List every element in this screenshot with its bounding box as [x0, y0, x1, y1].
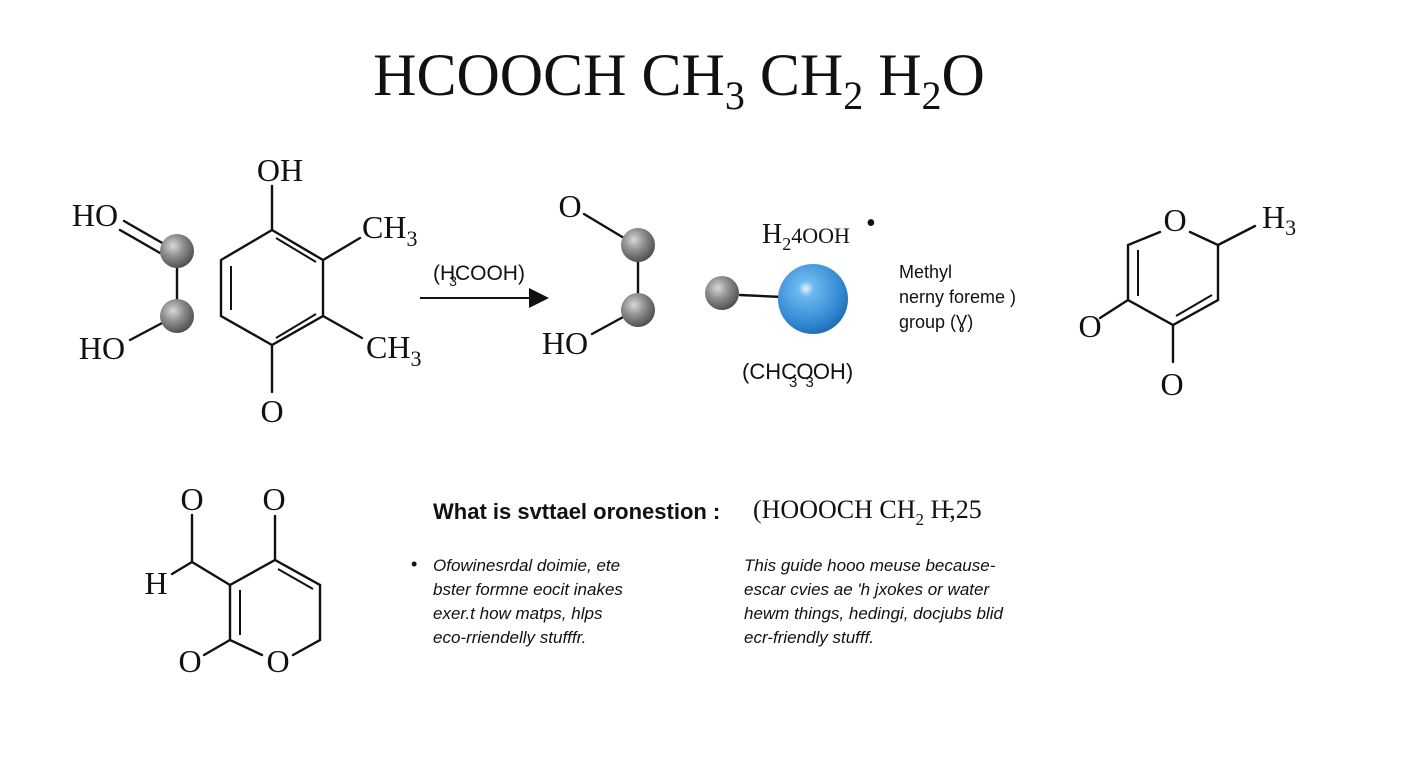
bond-ho-bottom — [590, 314, 627, 336]
atom-ball-upper — [621, 228, 655, 262]
text-left: • Ofowinesrdal doimie, ete bster formne … — [411, 554, 623, 647]
pyranone-right: O H3 O O — [1078, 199, 1296, 402]
label-ho-bottom: HO — [542, 325, 588, 361]
bond-o-bottom-left — [202, 638, 232, 657]
text-left-line: exer.t how matps, hlps — [433, 604, 603, 623]
text-right-line: hewm things, hedingi, docjubs blid — [744, 604, 1003, 623]
ring-double-bond — [1175, 294, 1213, 317]
product-molecule: O HO — [542, 188, 655, 361]
page-title: HCOOCH CH3 CH2 H2O — [373, 42, 985, 118]
bond-h3 — [1216, 224, 1257, 247]
text-left-line: bster formne eocit inakes — [433, 580, 623, 599]
label-ch3-lower: CH3 — [366, 329, 421, 371]
bond-o-left — [1098, 298, 1130, 320]
reactant-ring-double-bond — [275, 313, 317, 339]
methyl-note: Methyl nerny foreme ) group (Ɣ) — [899, 262, 1016, 332]
reactant-ring — [219, 228, 325, 347]
text-right-line: escar cvies ae 'h jxokes or water — [744, 580, 990, 599]
methyl-note-line1: Methyl — [899, 262, 952, 282]
bond-ho-upper-double — [118, 228, 162, 255]
methyl-note-line2: nerny foreme ) — [899, 287, 1016, 307]
label-ho-lower: HO — [79, 330, 125, 366]
label-o-bottom-left: O — [178, 643, 201, 679]
question-text: What is svttael oronestion : — [433, 499, 720, 524]
arrow-label: (H3COOH) — [433, 262, 525, 289]
label-o-ring: O — [1163, 202, 1186, 238]
label-chc3o3oh: (CHC3O3OH) — [742, 359, 853, 391]
label-ch3-upper: CH3 — [362, 209, 417, 251]
bullet-dot: • — [866, 208, 876, 239]
label-oh-top: OH — [257, 152, 303, 188]
bond-ch3-upper — [321, 236, 362, 262]
atom-ball-upper — [160, 234, 194, 268]
ring-double-bond — [277, 568, 314, 590]
label-o-bottom: O — [260, 393, 283, 429]
text-left-line: Ofowinesrdal doimie, ete — [433, 556, 620, 575]
text-right-line: This guide hooo meuse because- — [744, 556, 996, 575]
bullet-marker: • — [411, 554, 417, 574]
pyranone-bottom-ring-a — [228, 558, 322, 657]
bond-ho-lower — [128, 320, 166, 342]
bond-h — [170, 560, 194, 576]
bond-ch3-lower — [321, 314, 364, 340]
reactant-molecule: OH HO HO CH3 CH3 O — [72, 152, 422, 429]
pyranone-bottom-ring-b — [228, 583, 264, 657]
question-formula: (HOOOCH CH2 H̵,25 — [753, 495, 982, 529]
bond-o-top — [582, 212, 626, 240]
label-o-top: O — [558, 188, 581, 224]
text-right: This guide hooo meuse because- escar cvi… — [744, 556, 1003, 647]
methyl-note-line3: group (Ɣ) — [899, 312, 973, 332]
atom-ball-lower — [621, 293, 655, 327]
atom-sphere-blue — [778, 264, 848, 334]
label-ho-upper: HO — [72, 197, 118, 233]
label-o-bottom: O — [1160, 366, 1183, 402]
atom-ball-lower — [160, 299, 194, 333]
text-right-line: ecr-friendly stufff. — [744, 628, 874, 647]
pyranone-bottom: O O H O O — [144, 481, 322, 679]
label-o-top-left: O — [180, 481, 203, 517]
label-o-top-right: O — [262, 481, 285, 517]
pyranone-right-ring — [1126, 230, 1220, 327]
sphere-group: H24OOH • (CHC3O3OH) — [705, 208, 876, 391]
label-h2-4ooh: H24OOH — [762, 219, 850, 254]
atom-ball — [705, 276, 739, 310]
reactant-ring-double-bond — [275, 237, 317, 263]
bond-ho-upper — [122, 219, 166, 246]
question-heading: What is svttael oronestion : (HOOOCH CH2… — [433, 495, 982, 529]
bond-sphere — [738, 293, 784, 299]
text-left-line: eco-rriendelly stufffr. — [433, 628, 586, 647]
reaction-arrow: (H3COOH) — [420, 262, 549, 308]
label-o-left: O — [1078, 308, 1101, 344]
label-o-ring: O — [266, 643, 289, 679]
bond-ch — [190, 560, 232, 587]
label-h3: H3 — [1262, 199, 1296, 240]
label-h: H — [144, 565, 167, 601]
